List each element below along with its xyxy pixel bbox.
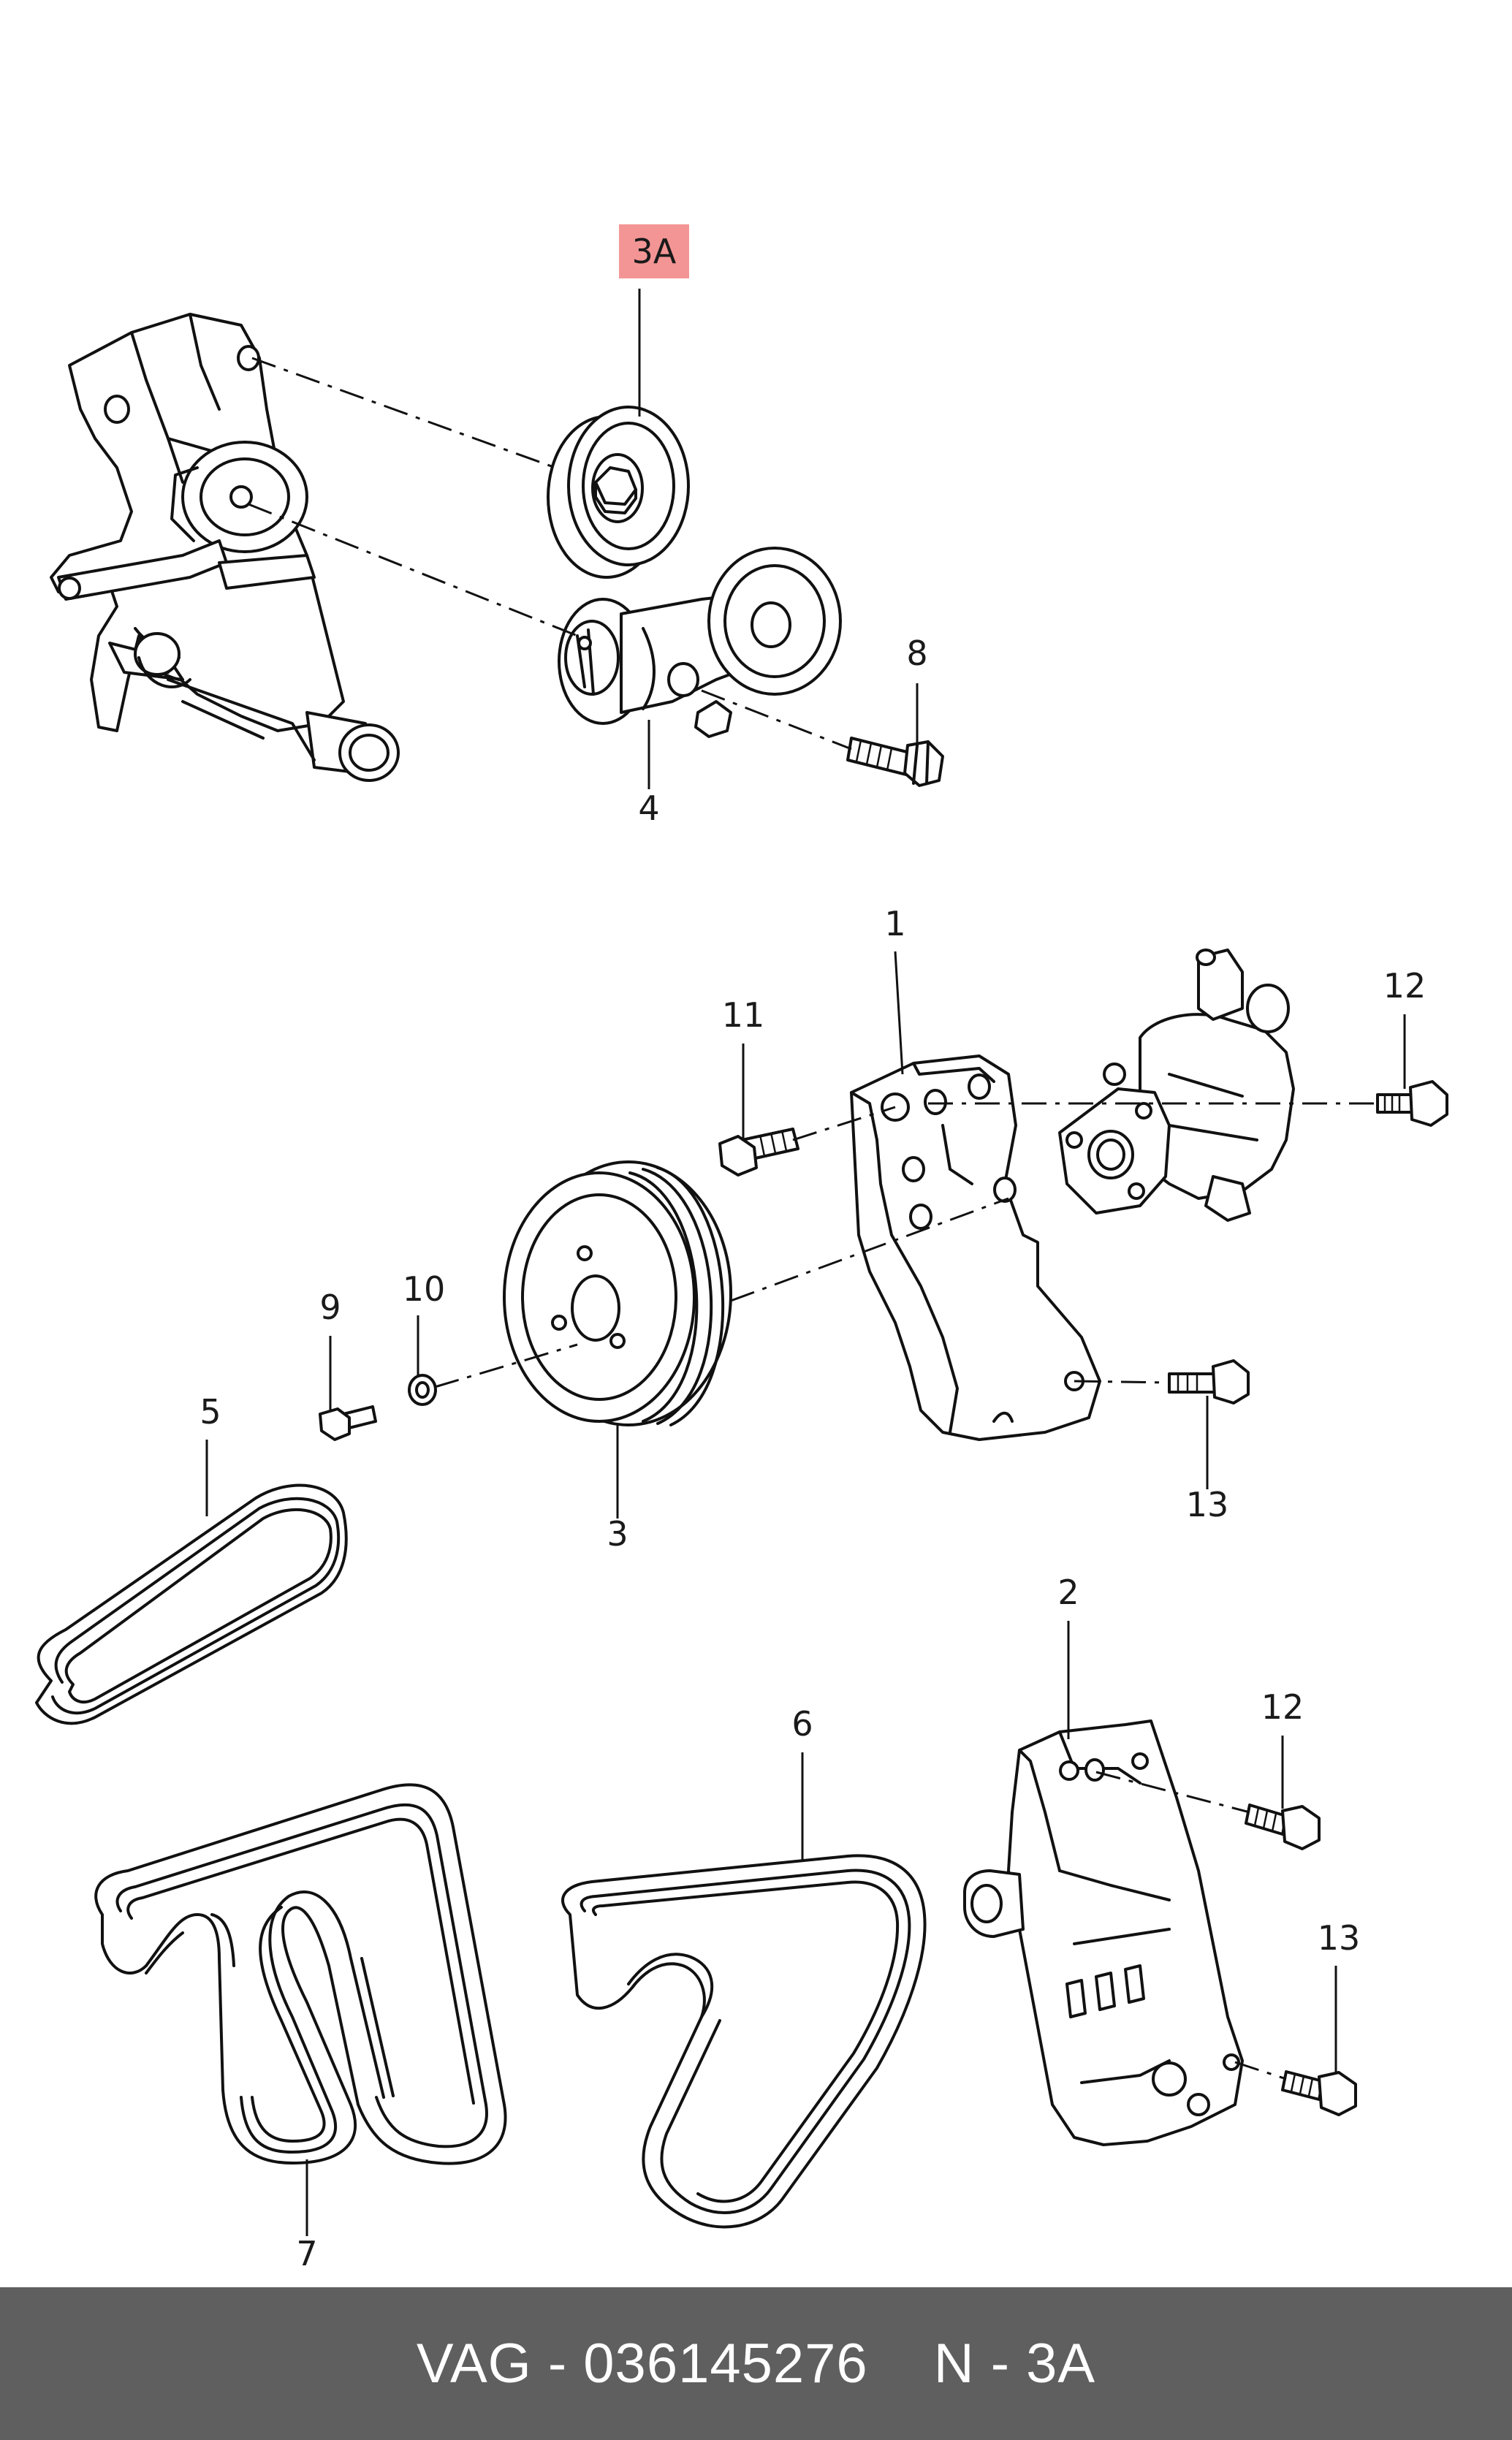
- bolt-12-lower: [1245, 1804, 1321, 1850]
- bolt-9: [319, 1405, 377, 1441]
- callout-13-upper: 13: [1186, 1485, 1229, 1524]
- belt-tensioner: [558, 547, 842, 738]
- bolt-13-lower: [1281, 2070, 1357, 2116]
- callout-8: 8: [906, 634, 927, 673]
- alignment-line-4: [248, 503, 578, 637]
- bracket-1: [850, 1054, 1101, 1441]
- belt-6: [561, 1854, 927, 2229]
- washer-10: [408, 1374, 437, 1406]
- callout-7: 7: [296, 2234, 317, 2273]
- footer-part-number: VAG - 036145276: [416, 2333, 868, 2395]
- callout-3: 3: [607, 1514, 628, 1554]
- tensioner-bracket-assembly: [50, 313, 400, 782]
- callout-11: 11: [722, 995, 765, 1035]
- callout-10: 10: [403, 1269, 446, 1309]
- footer-text: VAG - 036145276 N - 3A: [0, 2287, 1512, 2440]
- callout-2: 2: [1057, 1573, 1079, 1612]
- bolt-12-upper: [1376, 1080, 1448, 1127]
- callout-12-upper: 12: [1383, 966, 1426, 1006]
- footer-bar: VAG - 036145276 N - 3A: [0, 2287, 1512, 2440]
- bracket-2: [963, 1719, 1244, 2146]
- alignment-line-3a: [251, 357, 556, 469]
- callout-13-lower: 13: [1318, 1918, 1361, 1958]
- idler-pulley: [547, 406, 690, 579]
- callout-6: 6: [791, 1704, 813, 1744]
- callout-1: 1: [884, 904, 905, 943]
- alignment-line-8: [701, 689, 852, 750]
- callout-9: 9: [319, 1288, 341, 1327]
- bolt-13-upper: [1168, 1359, 1250, 1405]
- belt-7: [94, 1783, 507, 2165]
- bolt-8: [846, 737, 944, 787]
- footer-position: N - 3A: [933, 2333, 1096, 2395]
- callout-3a: 3A: [632, 232, 677, 271]
- bolt-11: [718, 1128, 799, 1177]
- power-steering-pump: [1058, 949, 1295, 1222]
- highlight-box-3a: [619, 224, 689, 278]
- callout-12-lower: 12: [1261, 1687, 1304, 1727]
- belt-5: [35, 1483, 348, 1725]
- callout-4: 4: [638, 788, 659, 828]
- pulley-3: [503, 1160, 732, 1426]
- callout-5: 5: [200, 1392, 221, 1432]
- parts-diagram: 3A 8 4 1 11 12 9 10 13 3 5 2 12 6 13 7: [35, 224, 1448, 2273]
